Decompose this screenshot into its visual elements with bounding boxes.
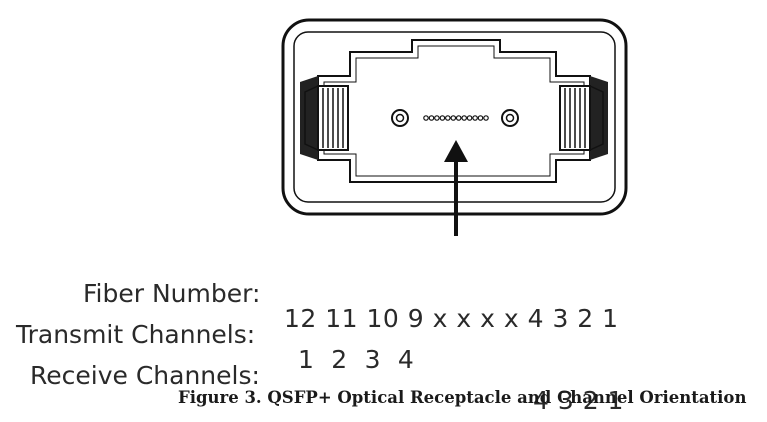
fiber-port xyxy=(483,115,489,121)
receive-channels-row: Receive Channels: 4 3 2 1 xyxy=(0,338,623,413)
fiber-port xyxy=(450,115,457,121)
fiber-port xyxy=(477,115,484,121)
pointer-arrow xyxy=(444,140,468,236)
fiber-port xyxy=(439,115,446,121)
fiber-port xyxy=(423,115,429,121)
receive-channels-label: Receive Channels: xyxy=(30,361,260,390)
right-latch xyxy=(559,76,608,160)
fiber-port xyxy=(428,115,435,121)
fiber-port xyxy=(434,115,440,121)
fiber-array xyxy=(423,115,489,121)
left-latch xyxy=(300,76,349,160)
fiber-number-row: Fiber Number: 12 11 10 9 x x x x 4 3 2 1 xyxy=(0,256,618,331)
left-guide-pin xyxy=(391,109,409,127)
fiber-port xyxy=(461,115,468,121)
receive-channels-values: 4 3 2 1 xyxy=(533,386,624,415)
fiber-number-values: 12 11 10 9 x x x x 4 3 2 1 xyxy=(284,304,619,333)
fiber-port xyxy=(472,115,478,121)
fiber-port xyxy=(455,115,462,121)
right-guide-pin xyxy=(501,109,519,127)
transmit-channels-label: Transmit Channels: xyxy=(16,320,256,349)
figure-caption: Figure 3. QSFP+ Optical Receptacle and C… xyxy=(178,388,747,407)
fiber-port xyxy=(466,115,473,121)
transmit-channels-row: Transmit Channels: 1 2 3 4 xyxy=(0,297,414,372)
fiber-port xyxy=(444,115,451,121)
fiber-number-label: Fiber Number: xyxy=(83,279,261,308)
transmit-channels-values: 1 2 3 4 xyxy=(298,345,415,374)
